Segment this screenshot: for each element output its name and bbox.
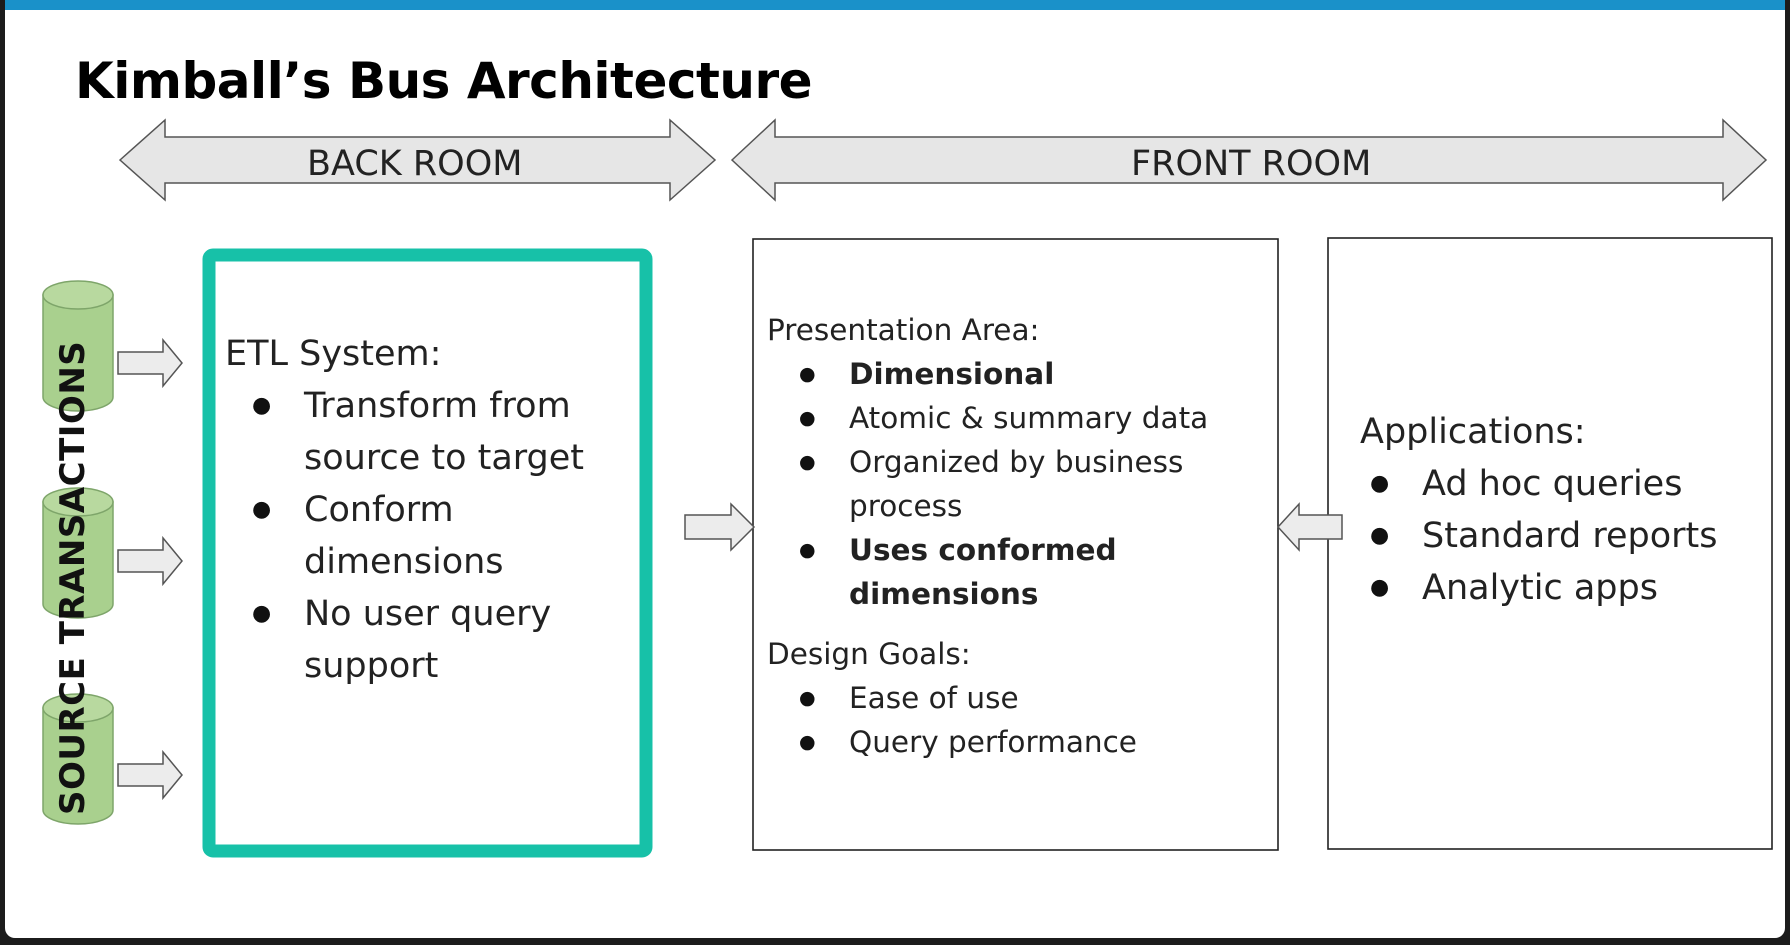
slide-title: Kimball’s Bus Architecture bbox=[75, 52, 813, 110]
applications-text: Applications: Ad hoc queries Standard re… bbox=[1360, 406, 1717, 614]
etl-list: Transform from source to target Conform … bbox=[252, 380, 604, 692]
application-item: Standard reports bbox=[1370, 510, 1718, 562]
etl-to-presentation-arrow bbox=[684, 502, 756, 552]
source-cylinder-1 bbox=[42, 280, 114, 412]
presentation-area-text: Presentation Area: Dimensional Atomic & … bbox=[767, 308, 1208, 764]
applications-heading: Applications: bbox=[1360, 412, 1586, 452]
source-arrow-3 bbox=[117, 749, 183, 801]
design-goals-heading: Design Goals: bbox=[767, 637, 971, 671]
front-room-arrow bbox=[730, 118, 1768, 202]
design-goal-item: Ease of use bbox=[799, 676, 1208, 720]
presentation-list: Dimensional Atomic & summary data Organi… bbox=[799, 352, 1208, 616]
etl-item: No user query support bbox=[252, 588, 574, 692]
back-room-arrow bbox=[118, 118, 717, 202]
back-room-label: BACK ROOM bbox=[307, 144, 523, 184]
source-arrow-2 bbox=[117, 535, 183, 587]
presentation-item: Atomic & summary data bbox=[799, 396, 1208, 440]
source-arrow-1 bbox=[117, 337, 183, 389]
source-cylinder-3 bbox=[42, 693, 114, 825]
design-goal-item: Query performance bbox=[799, 720, 1208, 764]
presentation-item: Dimensional bbox=[799, 352, 1208, 396]
etl-box bbox=[202, 248, 653, 858]
source-cylinder-2 bbox=[42, 487, 114, 619]
etl-heading: ETL System: bbox=[225, 334, 442, 374]
slide: Kimball’s Bus Architecture BACK ROOM FRO… bbox=[5, 0, 1785, 938]
source-transactions-label: SOURCE TRANSACTIONS bbox=[53, 340, 93, 815]
etl-item: Transform from source to target bbox=[252, 380, 604, 484]
application-item: Analytic apps bbox=[1370, 562, 1717, 614]
design-goals-list: Ease of use Query performance bbox=[799, 676, 1208, 764]
presentation-item: Uses conformed dimensions bbox=[799, 528, 1149, 616]
presentation-heading: Presentation Area: bbox=[767, 313, 1040, 347]
applications-to-presentation-arrow bbox=[1276, 502, 1343, 552]
application-item: Ad hoc queries bbox=[1370, 458, 1717, 510]
etl-item: Conform dimensions bbox=[252, 484, 544, 588]
applications-list: Ad hoc queries Standard reports Analytic… bbox=[1370, 458, 1718, 614]
etl-system-text: ETL System: Transform from source to tar… bbox=[225, 328, 604, 692]
front-room-label: FRONT ROOM bbox=[1131, 144, 1372, 184]
presentation-item: Organized by business process bbox=[799, 440, 1194, 528]
